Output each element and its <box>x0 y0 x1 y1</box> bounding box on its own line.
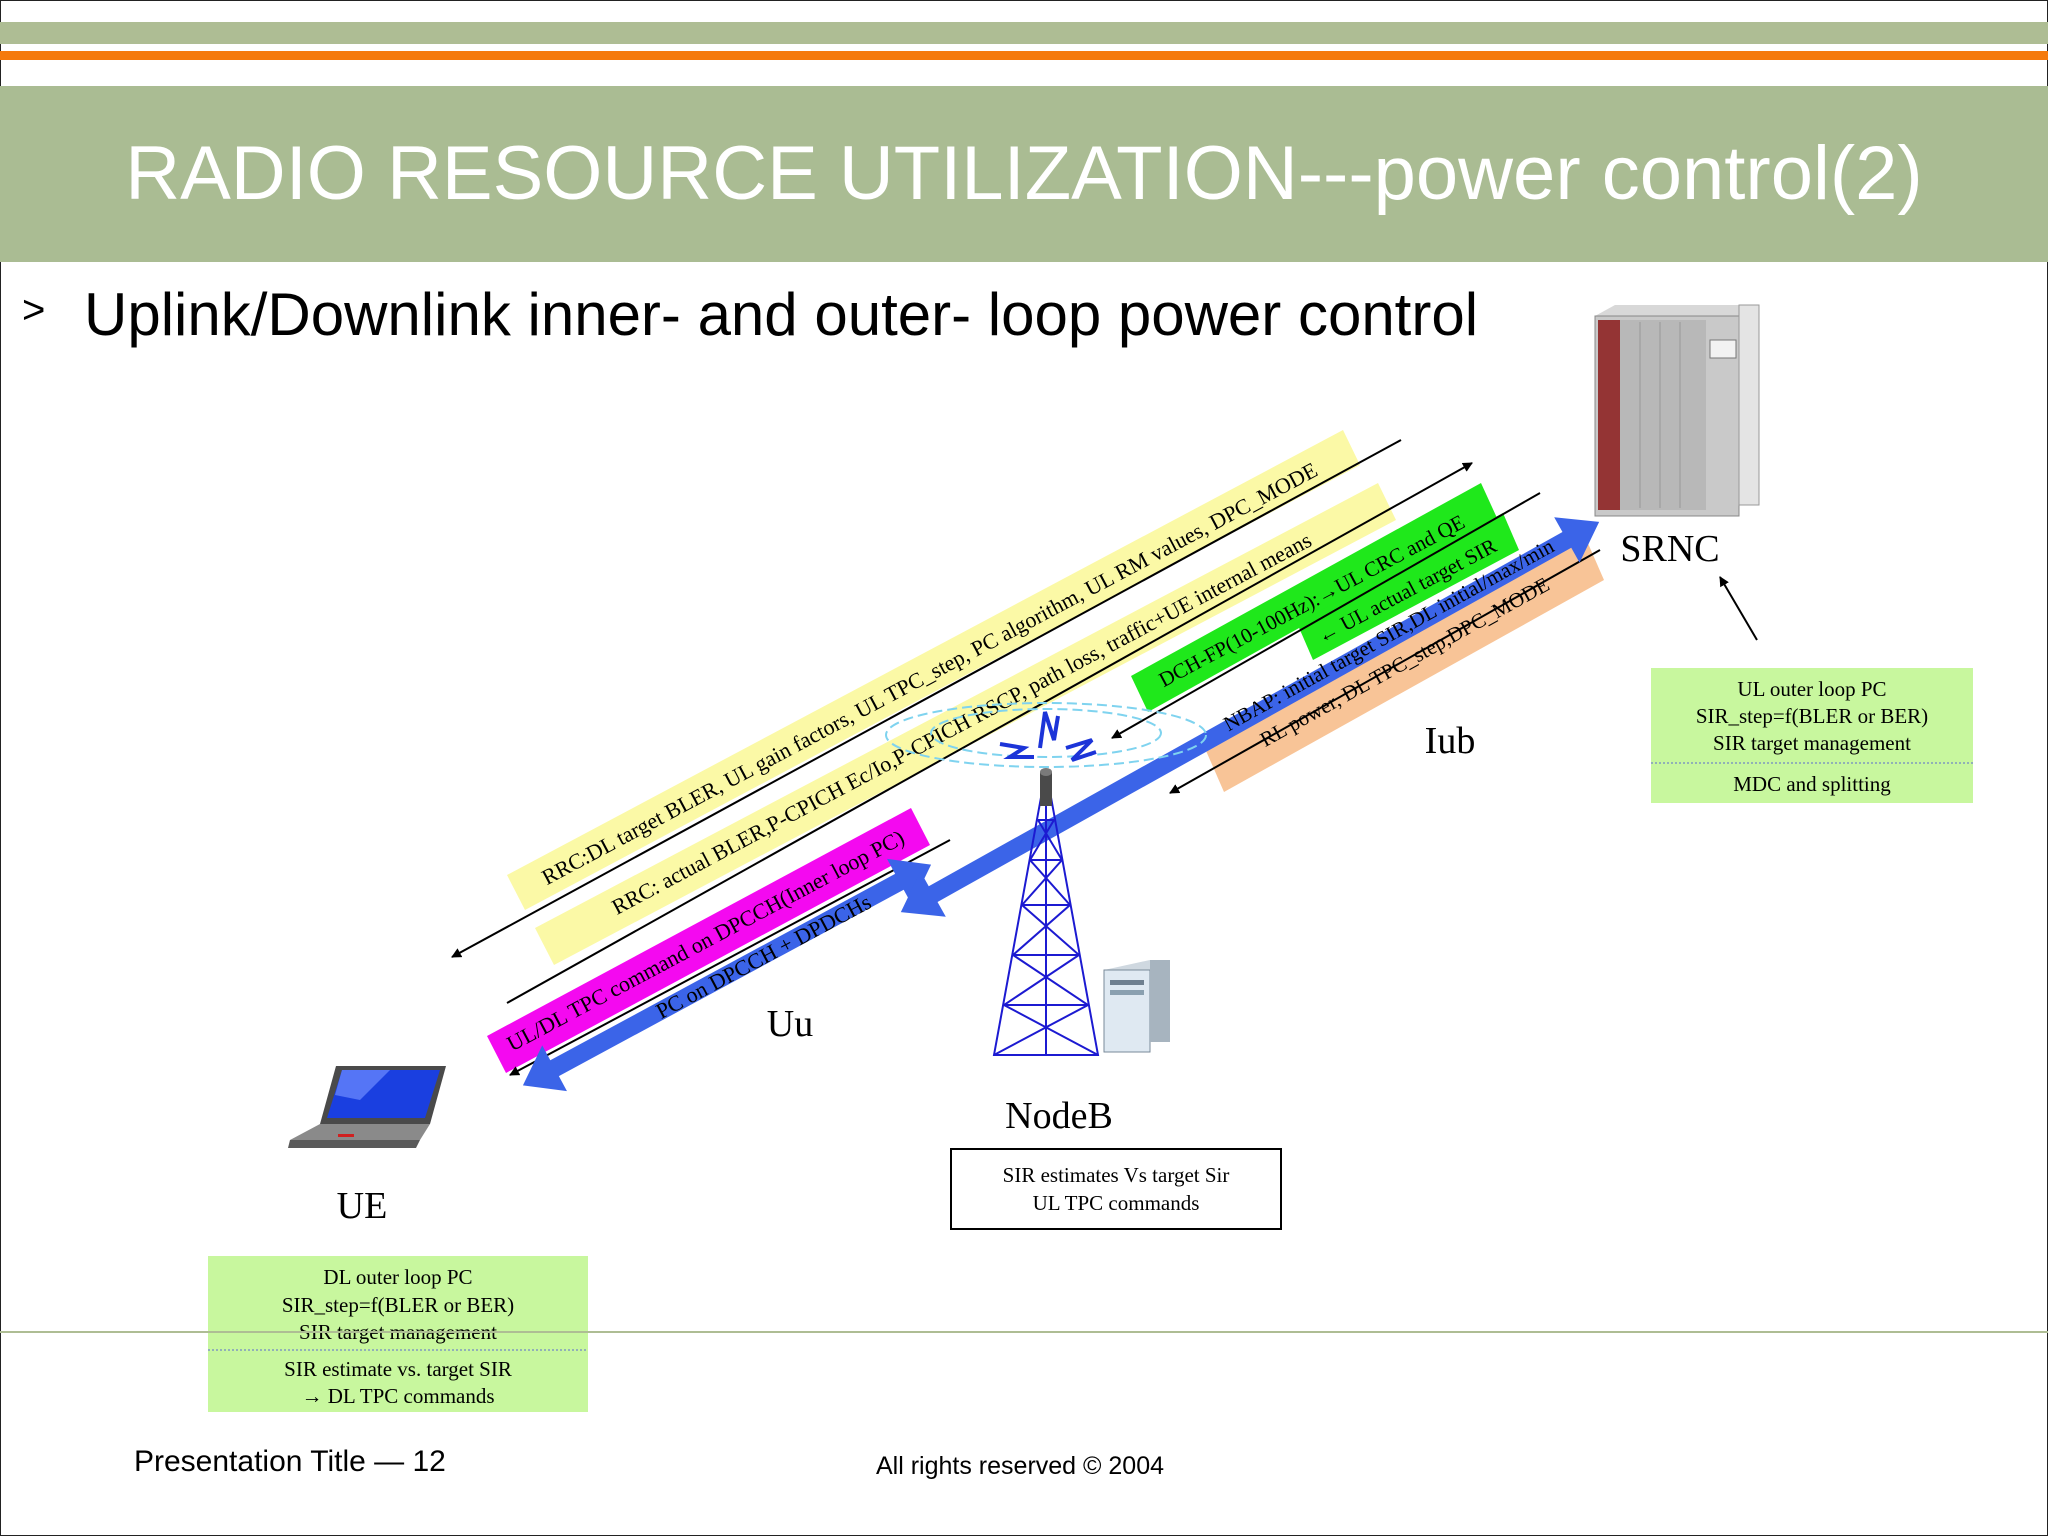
srnc-box-line-1: UL outer loop PC <box>1737 677 1886 701</box>
uu-thick-arrow <box>522 858 932 1092</box>
radio-wave-rings <box>885 702 1207 768</box>
nbap-arrow <box>1169 549 1601 794</box>
srnc-info-box: UL outer loop PC SIR_step=f(BLER or BER)… <box>1651 668 1973 803</box>
ue-label: UE <box>337 1185 388 1227</box>
srnc-pointer-arrow <box>1719 576 1758 641</box>
nodeb-label: NodeB <box>1005 1095 1113 1137</box>
dchfp-band <box>1131 483 1497 712</box>
iub-label: Iub <box>1425 720 1476 762</box>
iub-thick-arrow <box>900 517 1600 917</box>
ue-box-line-5: → DL TPC commands <box>301 1384 494 1408</box>
srnc-box-line-3: SIR target management <box>1713 731 1911 755</box>
srnc-box-line-2: SIR_step=f(BLER or BER) <box>1696 704 1928 728</box>
uu-label: Uu <box>767 1003 813 1045</box>
antenna-signal-icon <box>999 711 1097 762</box>
dchfp-arrow <box>1111 492 1541 739</box>
rrc-actual-band <box>535 483 1396 965</box>
ue-laptop-icon <box>288 1066 446 1148</box>
ue-box-line-2: SIR_step=f(BLER or BER) <box>282 1293 514 1317</box>
rrc-dl-band <box>507 430 1360 910</box>
top-accent-line <box>0 51 2048 60</box>
ue-box-line-1: DL outer loop PC <box>323 1265 472 1289</box>
rrc-dl-arrow <box>451 439 1402 958</box>
slide-subtitle: Uplink/Downlink inner- and outer- loop p… <box>84 281 1479 348</box>
srnc-server-icon <box>1594 304 1760 517</box>
tpc-band <box>487 808 930 1073</box>
tower-top-icon <box>1040 768 1052 806</box>
rrc-actual-arrow <box>506 462 1473 1004</box>
srnc-label: SRNC <box>1620 528 1719 570</box>
nodeb-info-box: SIR estimates Vs target Sir UL TPC comma… <box>950 1148 1282 1230</box>
footer-copyright: All rights reserved © 2004 <box>876 1452 1165 1480</box>
bullet-marker: > <box>22 288 46 332</box>
top-decor-band <box>0 22 2048 44</box>
ue-info-box: DL outer loop PC SIR_step=f(BLER or BER)… <box>208 1256 588 1412</box>
nodeb-box-line-2: UL TPC commands <box>1033 1191 1200 1215</box>
nbap-band <box>1200 525 1604 792</box>
nodeb-tower-icon <box>992 769 1100 1056</box>
ul-sir-band <box>1297 513 1519 660</box>
rrc-actual-text: RRC: actual BLER,P-CPICH Ec/Io,P-CPICH R… <box>607 527 1315 919</box>
ue-box-line-4: SIR estimate vs. target SIR <box>284 1357 512 1381</box>
slide-title: RADIO RESOURCE UTILIZATION---power contr… <box>125 131 1923 216</box>
srnc-box-line-4: MDC and splitting <box>1733 772 1891 796</box>
footer-presentation-title: Presentation Title — 12 <box>134 1445 446 1478</box>
nodeb-server-icon <box>1103 960 1170 1053</box>
tpc-arrow <box>509 839 951 1076</box>
footer-divider <box>0 1331 2048 1333</box>
nodeb-box-line-1: SIR estimates Vs target Sir <box>1003 1163 1230 1187</box>
title-band <box>0 86 2048 262</box>
